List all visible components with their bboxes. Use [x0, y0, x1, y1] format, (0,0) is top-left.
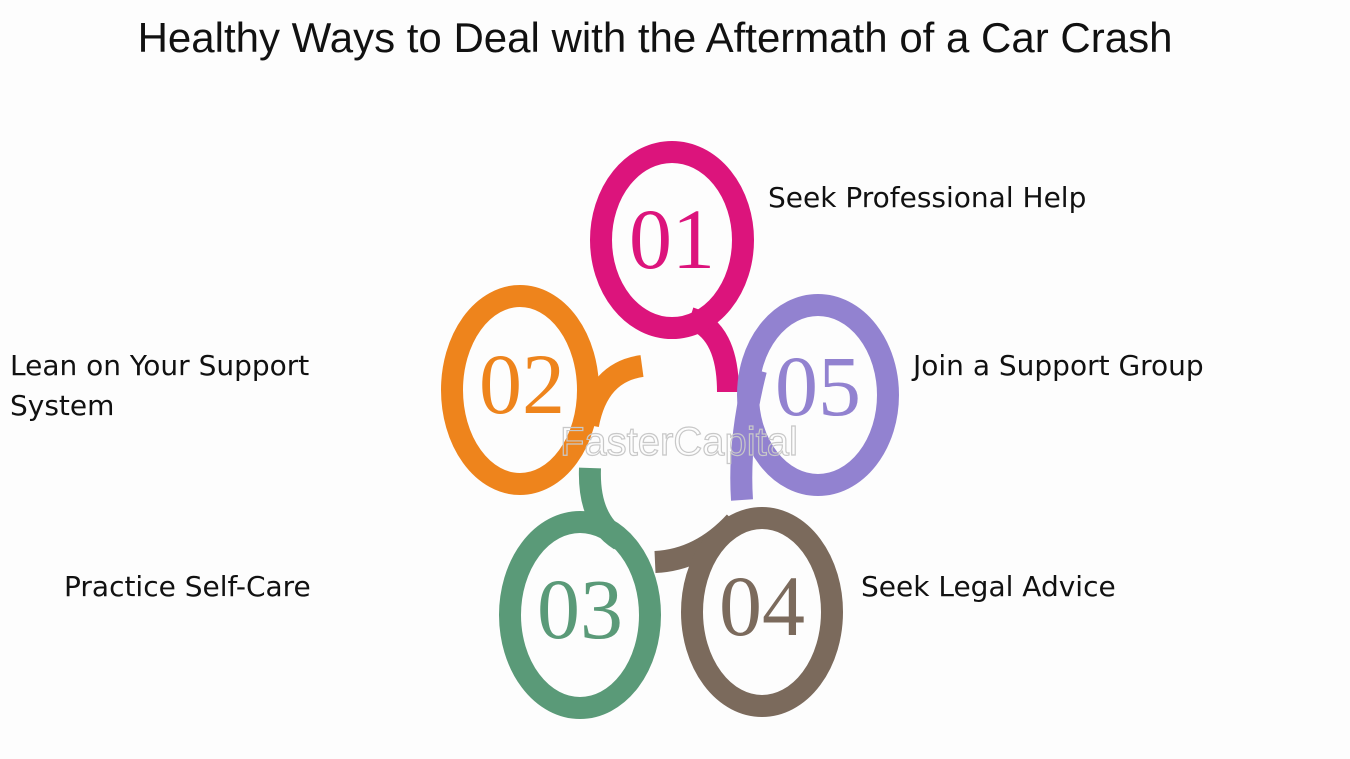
step-02-label: Lean on Your Support System: [10, 346, 309, 426]
step-05-number: 05: [775, 338, 861, 434]
step-01-ring: [590, 141, 754, 339]
step-03-number: 03: [537, 561, 623, 657]
step-02-label-line2: System: [10, 389, 115, 422]
step-05-label: Join a Support Group: [913, 349, 1204, 382]
step-03-label: Practice Self-Care: [64, 570, 311, 603]
page-title: Healthy Ways to Deal with the Aftermath …: [137, 14, 1173, 61]
step-03-ring: [499, 511, 661, 719]
step-02-label-line1: Lean on Your Support: [10, 349, 310, 382]
watermark: FasterCapital: [560, 420, 798, 464]
step-04-label: Seek Legal Advice: [861, 570, 1116, 603]
step-04-number: 04: [719, 558, 805, 654]
step-02-number: 02: [479, 336, 565, 432]
step-01-label: Seek Professional Help: [768, 181, 1087, 214]
step-01-number: 01: [629, 191, 715, 287]
step-04-ring: [681, 507, 843, 717]
step-05-ring: [737, 294, 899, 496]
step-02-ring: [441, 285, 599, 495]
